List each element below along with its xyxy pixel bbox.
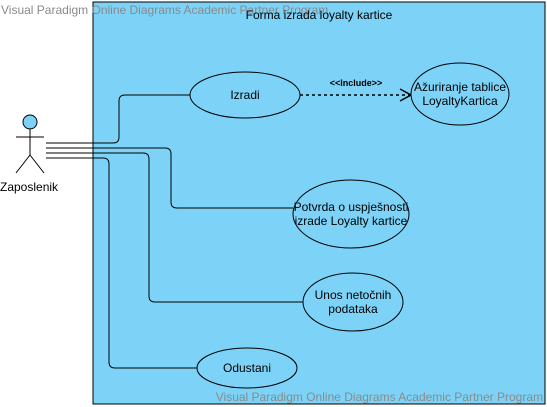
use-case-label-izradi: Izradi [230,88,260,102]
system-title: Forma izrada loyalty kartice [245,8,393,22]
use-case-izradi[interactable] [189,71,301,119]
actor-right-leg [29,154,45,174]
watermark-bottom: Visual Paradigm Online Diagrams Academic… [215,390,543,404]
watermark-top: Visual Paradigm Online Diagrams Academic… [1,3,329,17]
actor-head [22,114,38,130]
use-case-potvrda[interactable] [292,179,410,249]
use-case-azuriranje[interactable] [410,62,510,126]
association-unos[interactable] [46,152,303,303]
actor-left-leg [15,154,31,174]
include-label: <<Include>> [329,78,383,88]
association-potvrda[interactable] [46,147,293,209]
use-case-odustani[interactable] [196,347,298,389]
use-case-unos[interactable] [302,272,404,332]
actor-label: Zaposlenik [0,180,59,194]
actor-zaposlenik[interactable] [15,114,45,174]
association-izradi[interactable] [46,94,190,144]
use-case-label-azuriranje: Ažuriranje tablice LoyaltyKartica [413,80,507,108]
use-case-label-unos: Unos netočnih podataka [314,288,392,316]
association-odustani[interactable] [46,157,197,369]
use-case-label-odustani: Odustani [222,361,272,375]
use-case-label-potvrda: Potvrda o uspješnosti izrade Loyalty kar… [293,200,409,228]
